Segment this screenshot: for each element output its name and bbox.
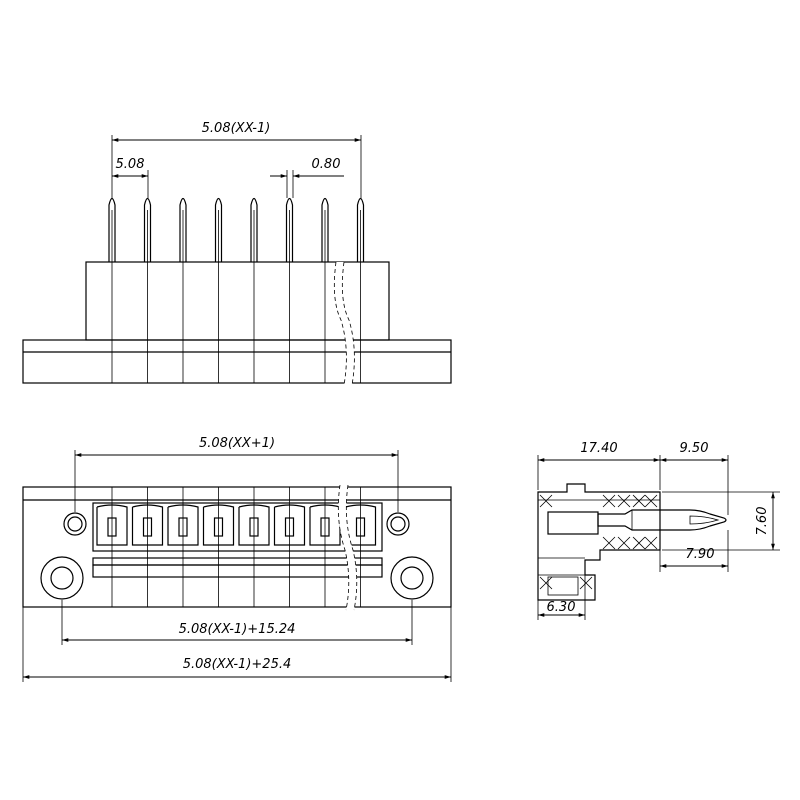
top-pin <box>108 197 116 383</box>
label-side-depth: 17.40 <box>580 441 617 456</box>
top-pin <box>179 197 187 383</box>
top-view: 5.08(XX-1) 5.08 0.80 <box>22 121 452 386</box>
top-pin <box>356 197 365 383</box>
side-view: 17.40 9.50 7.60 7.90 6.30 <box>537 441 780 620</box>
front-slot <box>273 487 306 607</box>
label-side-pin-offset: 7.90 <box>686 547 715 562</box>
front-mount-hole-right <box>390 556 434 600</box>
front-slot <box>96 487 128 607</box>
front-slot <box>344 487 377 607</box>
top-pin <box>250 197 258 383</box>
top-pins <box>108 197 365 383</box>
label-front-span: 5.08(XX+1) <box>199 436 275 451</box>
front-small-screw-right <box>386 512 410 536</box>
top-pin <box>143 197 152 383</box>
top-pin <box>321 197 329 383</box>
side-pin <box>597 509 727 531</box>
label-front-overall: 5.08(XX-1)+25.4 <box>183 657 292 672</box>
front-slot <box>309 487 341 607</box>
front-mount-hole-left <box>40 556 84 600</box>
label-side-pin-length: 9.50 <box>680 441 709 456</box>
side-housing <box>537 483 661 601</box>
label-top-pitch: 5.08 <box>116 157 145 172</box>
front-slots <box>96 487 377 607</box>
front-view: 5.08(XX+1) 5.08(XX-1)+15.24 5.08(XX-1)+2… <box>22 436 452 682</box>
top-pin <box>214 197 223 383</box>
front-slot <box>238 487 270 607</box>
top-flange <box>22 339 452 384</box>
front-small-screw-left <box>63 512 87 536</box>
label-front-mount: 5.08(XX-1)+15.24 <box>179 622 296 637</box>
front-break-line <box>338 485 357 610</box>
front-slot <box>167 487 199 607</box>
top-pin <box>285 197 294 383</box>
label-side-height: 7.60 <box>755 507 770 536</box>
front-slot <box>131 487 164 607</box>
front-slot <box>202 487 235 607</box>
label-top-span: 5.08(XX-1) <box>202 121 271 136</box>
front-body <box>22 486 452 608</box>
label-pin-width: 0.80 <box>312 157 341 172</box>
top-break-line <box>334 262 355 385</box>
front-terminal-block <box>92 502 383 552</box>
label-side-flange: 6.30 <box>547 600 576 615</box>
